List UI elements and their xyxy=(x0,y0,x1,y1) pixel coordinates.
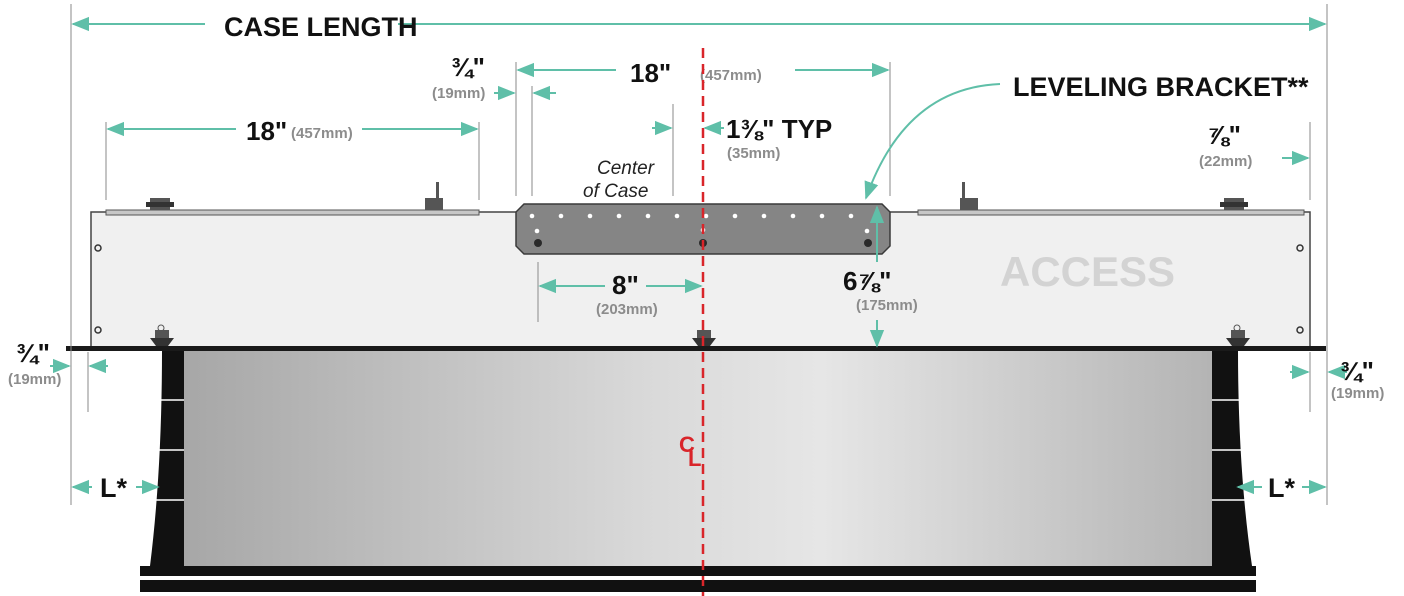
bracket-gap-dimension: ¾" (19mm) xyxy=(432,52,556,196)
top-fittings xyxy=(146,182,1248,210)
foot-icon xyxy=(1226,338,1250,346)
left-span-mm: (457mm) xyxy=(291,125,353,142)
base-rail-top xyxy=(140,566,1256,576)
center-of-case-line2: of Case xyxy=(583,181,648,202)
leveling-bracket-callout: LEVELING BRACKET** xyxy=(864,72,1309,200)
typ-inches: 1⅜" TYP xyxy=(726,114,832,144)
case-length-dimension: CASE LENGTH xyxy=(70,4,1328,345)
right-top-plate xyxy=(917,209,1305,216)
offset-dimension: 8" (203mm) xyxy=(537,262,703,322)
leveling-bracket-label: LEVELING BRACKET** xyxy=(1013,72,1309,102)
right-edge-dimension: ¾" (19mm) xyxy=(1290,352,1384,412)
right-gap-inches: ⅞" xyxy=(1207,120,1241,150)
centerline-symbol: C xyxy=(679,432,695,457)
right-edge-mm: (19mm) xyxy=(1331,385,1384,402)
case-length-label: CASE LENGTH xyxy=(224,12,418,42)
fitting-icon xyxy=(960,198,978,210)
height-mm: (175mm) xyxy=(856,297,918,314)
left-span-inches: 18" xyxy=(246,116,287,146)
l-left-dimension: L* xyxy=(70,345,160,505)
centerline-symbol-sub: L xyxy=(688,446,701,471)
right-gap-dimension: ⅞" (22mm) xyxy=(1199,120,1311,200)
right-gap-mm: (22mm) xyxy=(1199,153,1252,170)
center-of-case-line1: Center xyxy=(597,158,655,179)
bracket-gap-mm: (19mm) xyxy=(432,85,485,102)
right-end-post xyxy=(1212,350,1252,566)
left-top-plate xyxy=(105,209,480,216)
typ-dimension: 1⅜" TYP (35mm) xyxy=(652,104,832,196)
offset-inches: 8" xyxy=(612,270,639,300)
height-dimension: 6⅞" (175mm) xyxy=(843,205,918,348)
top-span-dimension: 18" (457mm) xyxy=(515,58,891,196)
l-left-label: L* xyxy=(100,473,127,503)
centerline: C L xyxy=(679,48,705,596)
left-edge-inches: ¾" xyxy=(16,338,50,368)
top-span-mm: (457mm) xyxy=(700,67,762,84)
offset-mm: (203mm) xyxy=(596,301,658,318)
base-front-panel xyxy=(184,350,1212,566)
leveling-bracket-pointer xyxy=(864,83,1001,200)
case-base-body xyxy=(140,350,1256,592)
l-right-dimension: L* xyxy=(1236,345,1328,505)
l-right-label: L* xyxy=(1268,473,1295,503)
case-bottom-edge xyxy=(66,346,1326,351)
right-edge-inches: ¾" xyxy=(1340,356,1374,386)
left-edge-dimension: ¾" (19mm) xyxy=(8,338,108,412)
left-span-dimension: 18" (457mm) xyxy=(105,116,480,200)
top-span-inches: 18" xyxy=(630,58,671,88)
base-rail-bottom xyxy=(140,580,1256,592)
left-end-post xyxy=(150,350,184,566)
left-edge-mm: (19mm) xyxy=(8,371,61,388)
bracket-gap-inches: ¾" xyxy=(451,52,485,82)
fitting-icon xyxy=(425,198,443,210)
height-inches: 6⅞" xyxy=(843,266,891,296)
access-label: ACCESS xyxy=(1000,248,1175,295)
typ-mm: (35mm) xyxy=(727,145,780,162)
foot-icon xyxy=(150,338,174,346)
